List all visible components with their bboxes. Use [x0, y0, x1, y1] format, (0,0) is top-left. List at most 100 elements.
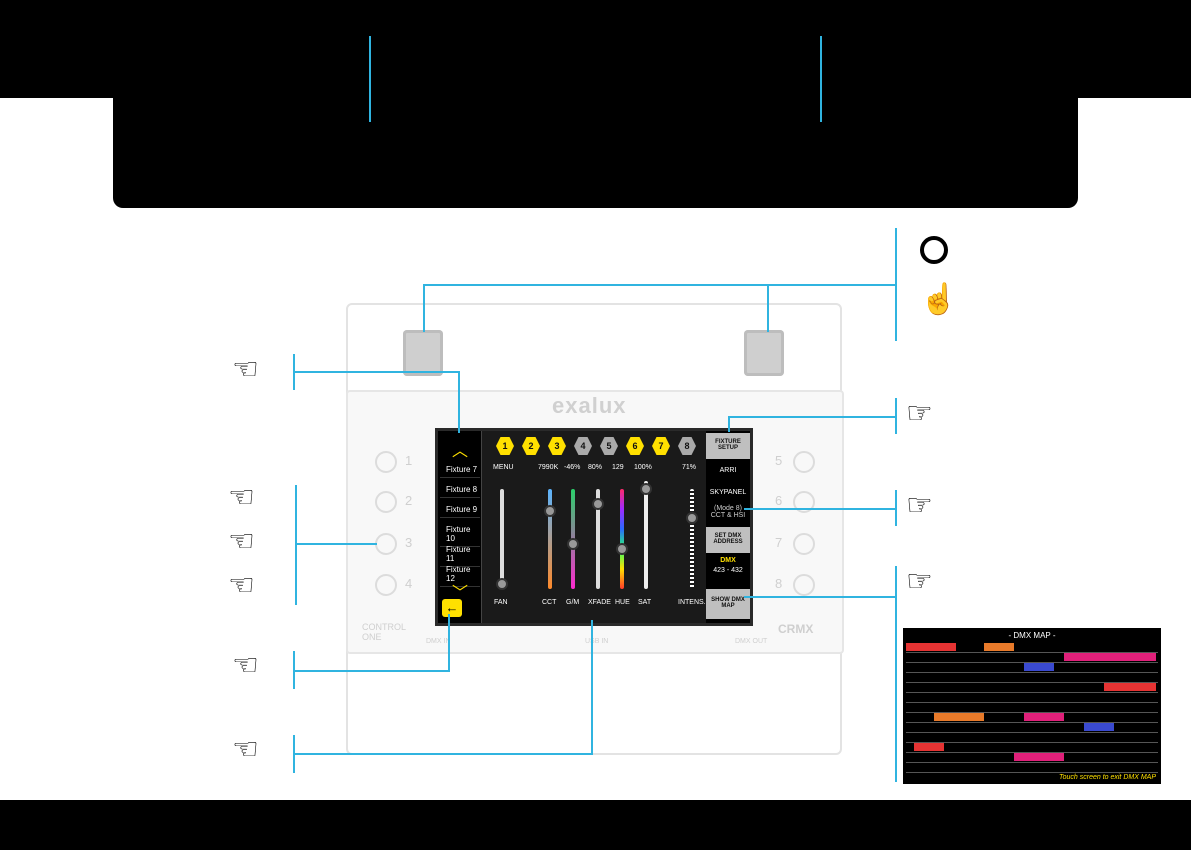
- nav-fixture-11[interactable]: Fixture 11: [440, 541, 480, 567]
- callout-setup-drop: [728, 416, 730, 432]
- show-dmx-map-button[interactable]: SHOW DMX MAP: [706, 589, 750, 619]
- header-panel: [113, 90, 1078, 208]
- touch-screen[interactable]: ︿ Fixture 7 Fixture 8 Fixture 9 Fixture …: [435, 428, 753, 626]
- dmx-map-panel: - DMX MAP - Touch screen to exit DMX MAP: [903, 628, 1161, 784]
- fixture-nav: ︿ Fixture 7 Fixture 8 Fixture 9 Fixture …: [438, 431, 482, 623]
- hue-value: 129: [612, 464, 624, 471]
- cct-track: [548, 489, 552, 589]
- chevron-down-icon[interactable]: ﹀: [452, 585, 469, 602]
- button-4[interactable]: [375, 574, 397, 596]
- callout-dmx-line: [744, 508, 897, 510]
- dmx-block: [914, 743, 944, 751]
- fixture-tab-7[interactable]: 7: [652, 437, 670, 455]
- callout-knob-left: [423, 284, 425, 332]
- chevron-up-icon[interactable]: ︿: [452, 443, 469, 460]
- button-6[interactable]: [793, 491, 815, 513]
- dmx-block: [1024, 713, 1064, 721]
- intens-label: INTENS.: [678, 599, 706, 606]
- button-7-label: 7: [775, 535, 783, 550]
- button-7[interactable]: [793, 533, 815, 555]
- fixture-model: SKYPANEL: [709, 489, 747, 496]
- button-5[interactable]: [793, 451, 815, 473]
- dmx-block: [1104, 683, 1156, 691]
- fixture-tab-3[interactable]: 3: [548, 437, 566, 455]
- menu-value: MENU: [493, 464, 514, 471]
- dmx-map-title: - DMX MAP -: [1008, 631, 1056, 640]
- intens-value: 71%: [682, 464, 697, 471]
- callout-back-drop: [448, 614, 450, 672]
- intens-thumb[interactable]: [686, 512, 698, 524]
- tap-hand-icon: ☞: [906, 397, 933, 430]
- dmx-block: [934, 713, 984, 721]
- brand-crmx: CRMX: [778, 622, 814, 636]
- button-3[interactable]: [375, 533, 397, 555]
- dmx-block: [1064, 653, 1156, 661]
- button-4-label: 4: [405, 576, 413, 591]
- nav-fixture-10[interactable]: Fixture 10: [440, 521, 480, 547]
- button-8-label: 8: [775, 576, 783, 591]
- button-2-label: 2: [405, 493, 413, 508]
- cct-value: 7990K: [538, 464, 559, 471]
- fixture-brand: ARRI: [719, 467, 737, 474]
- fixture-mode: (Mode 8) CCT & HSI: [710, 505, 746, 519]
- fixture-tab-4[interactable]: 4: [574, 437, 592, 455]
- sat-track: [644, 481, 648, 589]
- dmx-block: [984, 643, 1014, 651]
- port-dmx-out: DMX OUT: [735, 638, 768, 645]
- back-arrow-icon[interactable]: ←: [442, 599, 462, 617]
- set-dmx-address-button[interactable]: SET DMX ADDRESS: [706, 527, 750, 553]
- callout-back-line: [293, 670, 450, 672]
- sat-thumb[interactable]: [640, 483, 652, 495]
- tap-hand-icon: ☞: [906, 565, 933, 598]
- right-encoder-knob[interactable]: [744, 330, 784, 376]
- header-tick-left: [369, 36, 371, 122]
- dmx-range: 423 - 432: [713, 567, 743, 574]
- gm-thumb[interactable]: [567, 538, 579, 550]
- swipe-hand-icon: ☜: [232, 733, 259, 766]
- gm-label: G/M: [566, 599, 580, 606]
- fixture-tab-2[interactable]: 2: [522, 437, 540, 455]
- fan-label: FAN: [494, 599, 508, 606]
- callout-swipe-line: [293, 753, 593, 755]
- fixture-tab-8[interactable]: 8: [678, 437, 696, 455]
- cct-thumb[interactable]: [544, 505, 556, 517]
- callout-knob-top: [423, 284, 897, 286]
- brand-control-one: CONTROL ONE: [362, 622, 406, 642]
- press-hand-icon: ☜: [228, 481, 255, 514]
- fixture-tab-5[interactable]: 5: [600, 437, 618, 455]
- nav-fixture-8[interactable]: Fixture 8: [440, 481, 480, 498]
- sat-value: 100%: [634, 464, 652, 471]
- dmx-block: [1014, 753, 1064, 761]
- fixture-tab-6[interactable]: 6: [626, 437, 644, 455]
- fan-thumb[interactable]: [496, 578, 508, 590]
- device-logo: exalux: [552, 393, 627, 418]
- nav-fixture-12[interactable]: Fixture 12: [440, 561, 480, 587]
- hue-label: HUE: [615, 599, 630, 606]
- callout-setup-line: [728, 416, 897, 418]
- xfade-track: [596, 489, 600, 589]
- cct-label: CCT: [542, 599, 557, 606]
- fan-track: [500, 489, 504, 589]
- nav-fixture-9[interactable]: Fixture 9: [440, 501, 480, 518]
- fixture-tab-1[interactable]: 1: [496, 437, 514, 455]
- callout-swipe-drop: [591, 620, 593, 755]
- rotate-icon: [920, 236, 948, 264]
- callout-buttons-bracket: [295, 485, 297, 605]
- dmx-block: [1084, 723, 1114, 731]
- tap-hand-icon: ☜: [232, 353, 259, 386]
- xfade-thumb[interactable]: [592, 498, 604, 510]
- button-1[interactable]: [375, 451, 397, 473]
- button-5-label: 5: [775, 453, 783, 468]
- left-encoder-knob[interactable]: [403, 330, 443, 376]
- fixture-setup-button[interactable]: FIXTURE SETUP: [706, 433, 750, 459]
- nav-fixture-7[interactable]: Fixture 7: [440, 461, 480, 478]
- button-2[interactable]: [375, 491, 397, 513]
- button-8[interactable]: [793, 574, 815, 596]
- callout-up-line: [293, 371, 460, 373]
- button-3-label: 3: [405, 535, 413, 550]
- press-hand-icon: ☜: [228, 525, 255, 558]
- dmx-label: DMX: [720, 557, 736, 564]
- hue-thumb[interactable]: [616, 543, 628, 555]
- callout-knob-right: [767, 284, 769, 332]
- sat-label: SAT: [638, 599, 652, 606]
